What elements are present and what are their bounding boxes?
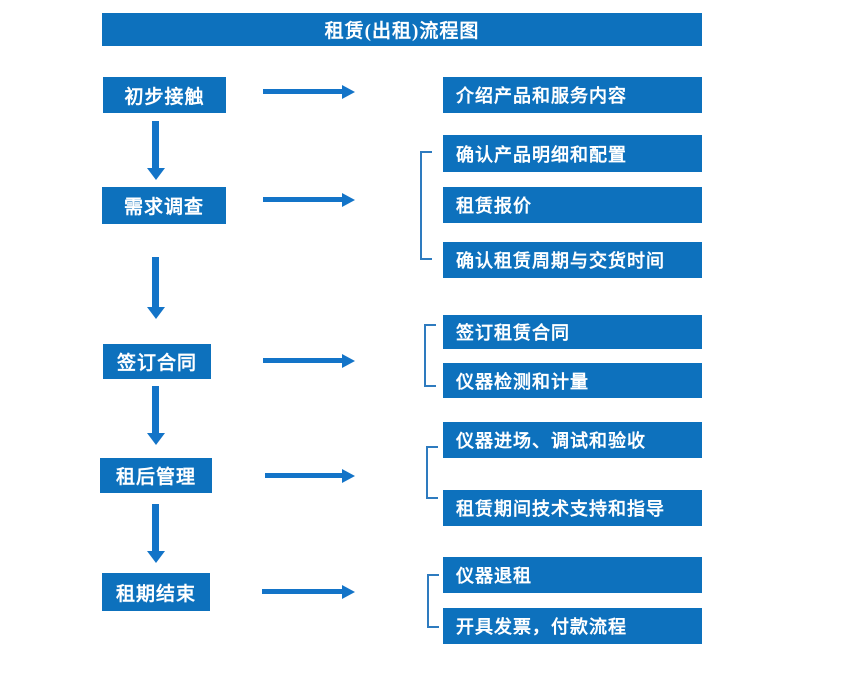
step-demand-survey: 需求调查 — [102, 187, 226, 224]
step-sign-contract: 签订合同 — [103, 344, 211, 379]
group-bracket-rental-end — [427, 574, 439, 628]
detail-box-tech-support: 租赁期间技术支持和指导 — [443, 490, 702, 526]
detail-box-instrument-return: 仪器退租 — [443, 557, 702, 593]
flowchart-title-bar: 租赁(出租)流程图 — [102, 13, 702, 46]
detail-box-instrument-arrival: 仪器进场、调试和验收 — [443, 422, 702, 458]
step-initial-contact: 初步接触 — [103, 77, 226, 113]
detail-box-confirm-product-config: 确认产品明细和配置 — [443, 135, 702, 172]
detail-box-intro-products: 介绍产品和服务内容 — [443, 77, 702, 113]
group-bracket-post-rental — [426, 446, 438, 499]
detail-box-rental-quote: 租赁报价 — [443, 187, 702, 223]
detail-box-invoice-payment: 开具发票，付款流程 — [443, 608, 702, 644]
right-arrow-4 — [265, 468, 355, 483]
detail-box-instrument-testing: 仪器检测和计量 — [443, 363, 702, 398]
down-arrow-2 — [146, 257, 165, 319]
group-bracket-demand-survey — [420, 151, 432, 260]
detail-box-confirm-period-delivery: 确认租赁周期与交货时间 — [443, 242, 702, 278]
right-arrow-3 — [263, 353, 355, 368]
right-arrow-5 — [262, 584, 355, 599]
page-title: 租赁(出租)流程图 — [324, 21, 480, 42]
right-arrow-2 — [263, 192, 355, 207]
down-arrow-1 — [146, 121, 165, 180]
down-arrow-3 — [146, 386, 165, 445]
step-post-rental-management: 租后管理 — [100, 458, 212, 493]
down-arrow-4 — [146, 504, 165, 563]
detail-box-sign-rental-contract: 签订租赁合同 — [443, 315, 702, 349]
step-rental-end: 租期结束 — [102, 573, 210, 611]
group-bracket-sign-contract — [424, 324, 436, 387]
right-arrow-1 — [263, 84, 355, 99]
